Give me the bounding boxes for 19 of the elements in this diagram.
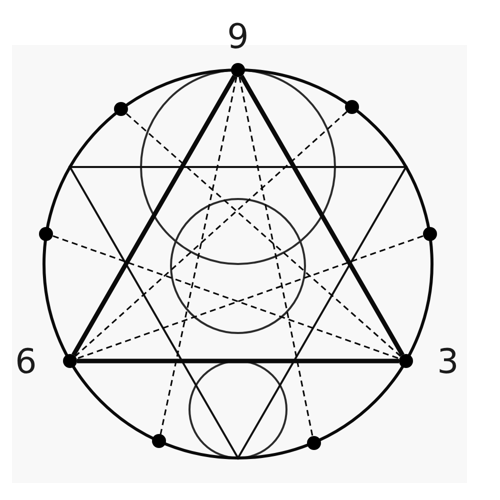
point-label: 3 bbox=[437, 345, 459, 379]
dashed-line bbox=[74, 111, 348, 357]
vertex-dot bbox=[39, 226, 54, 241]
thick-line bbox=[77, 358, 399, 364]
dashed-line bbox=[160, 76, 238, 435]
thick-line bbox=[72, 74, 236, 356]
point-label: 9 bbox=[227, 20, 249, 54]
vertex-dot bbox=[62, 354, 77, 368]
vertex-dot bbox=[152, 434, 166, 448]
vertex-dot bbox=[306, 436, 321, 450]
vertex-dot bbox=[231, 63, 245, 77]
vertex-dot bbox=[422, 226, 437, 241]
thick-line bbox=[240, 74, 404, 356]
dashed-line bbox=[126, 113, 402, 357]
point-label: 6 bbox=[15, 345, 37, 379]
vertex-dot bbox=[114, 102, 128, 116]
dashed-line bbox=[238, 76, 314, 436]
vertex-dot bbox=[399, 354, 413, 368]
vertex-dot bbox=[345, 100, 360, 114]
